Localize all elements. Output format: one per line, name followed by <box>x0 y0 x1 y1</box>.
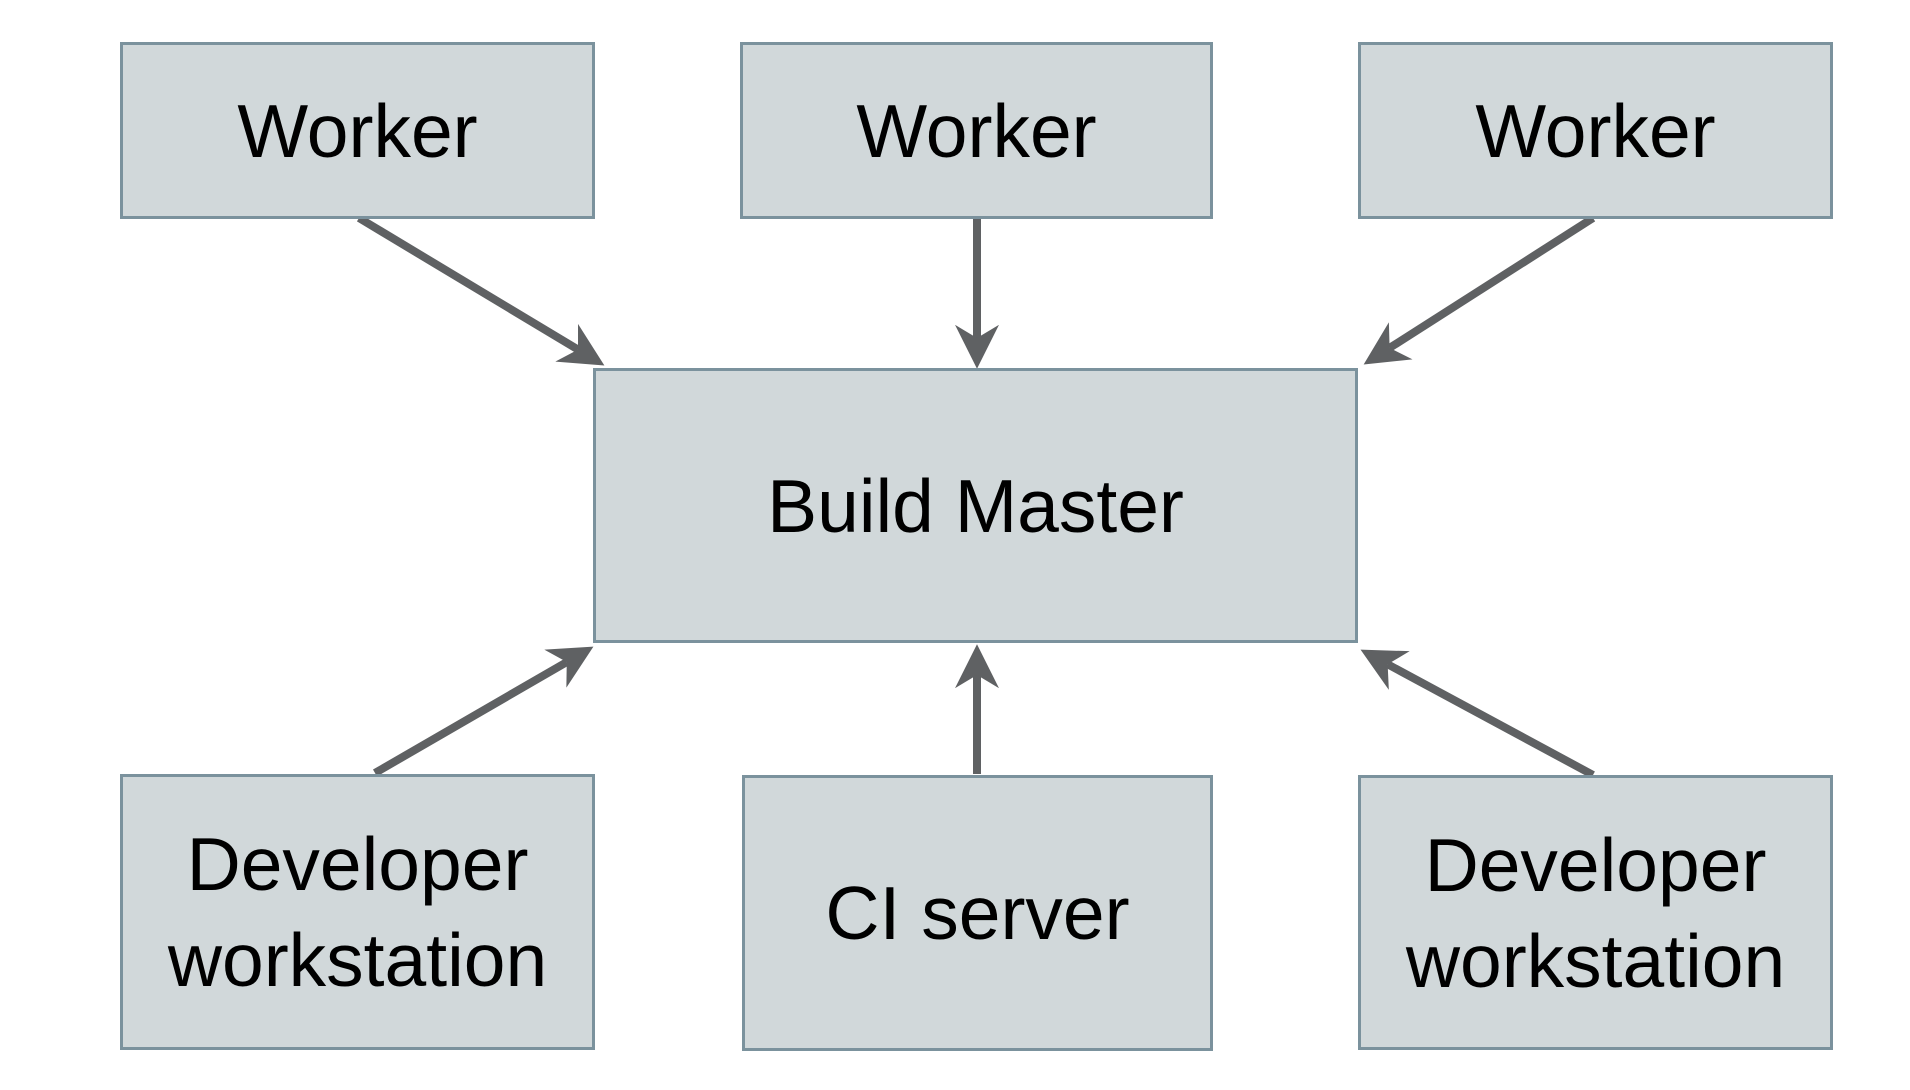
node-worker-1: Worker <box>120 42 595 219</box>
edge-worker-3-to-build-master <box>1363 214 1596 365</box>
edge-developer-workstation-left-to-build-master <box>372 646 594 777</box>
node-worker-3: Worker <box>1358 42 1833 219</box>
node-build-master: Build Master <box>593 368 1358 643</box>
node-developer-workstation-left: Developer workstation <box>120 774 595 1050</box>
edge-developer-workstation-right-to-build-master <box>1360 649 1595 779</box>
node-worker-2: Worker <box>740 42 1213 219</box>
edge-worker-1-to-build-master <box>356 214 605 366</box>
node-ci-server: CI server <box>742 775 1213 1051</box>
node-developer-workstation-right: Developer workstation <box>1358 775 1833 1050</box>
